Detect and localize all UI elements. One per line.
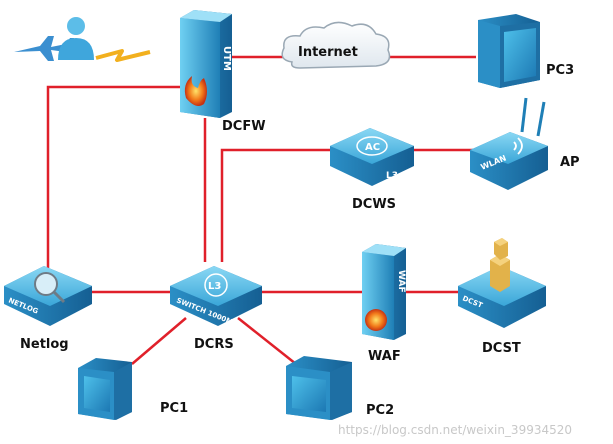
internet-cloud-icon [281, 21, 391, 69]
pc3-computer-icon [478, 14, 540, 88]
dcws-device-text: AC [365, 142, 380, 153]
magnifier-icon [34, 272, 66, 304]
ap-label: AP [560, 155, 580, 170]
pc3-label: PC3 [546, 63, 574, 78]
storage-stack-icon [490, 238, 510, 292]
netlog-device: NETLOG [4, 266, 92, 326]
link-dcrs-dcws [220, 148, 330, 262]
wifi-icon [513, 137, 523, 155]
dcws-label: DCWS [352, 197, 396, 212]
dcrs-device-text: L3 [208, 281, 221, 292]
waf-device-text: WAF [396, 270, 406, 293]
dcfw-label: DCFW [222, 119, 266, 134]
ap-device: WLAN [470, 97, 548, 190]
links [46, 55, 478, 365]
fire-icon [184, 76, 207, 106]
pc2-label: PC2 [366, 403, 394, 418]
dcfw-device: UTM [180, 10, 232, 118]
lightning-link-icon [95, 49, 151, 62]
netlog-label: Netlog [20, 337, 69, 352]
dcst-label: DCST [482, 341, 521, 356]
airplane-icon [14, 36, 74, 61]
waf-fire-icon [365, 309, 387, 331]
dcfw-device-text: UTM [221, 46, 232, 71]
internet-label: Internet [298, 45, 358, 60]
dcrs-device: L3 SWITCH 1000M [170, 266, 262, 326]
dcrs-label: DCRS [194, 337, 234, 352]
waf-label: WAF [368, 349, 401, 364]
pc1-label: PC1 [160, 401, 188, 416]
dcws-device: AC L3 [330, 128, 414, 186]
dcws-badge: L3 [386, 171, 398, 181]
link-netlog-dcfw [46, 85, 180, 268]
waf-device: WAF [362, 244, 406, 340]
link-dcrs-pc1 [131, 317, 187, 365]
dcst-device: DCST [458, 238, 546, 328]
user-icon [14, 17, 94, 61]
link-dcrs-pc2 [237, 317, 297, 365]
pc1-computer-icon [78, 358, 132, 420]
watermark-text: https://blog.csdn.net/weixin_39934520 [338, 423, 572, 437]
pc2-computer-icon [286, 356, 352, 420]
